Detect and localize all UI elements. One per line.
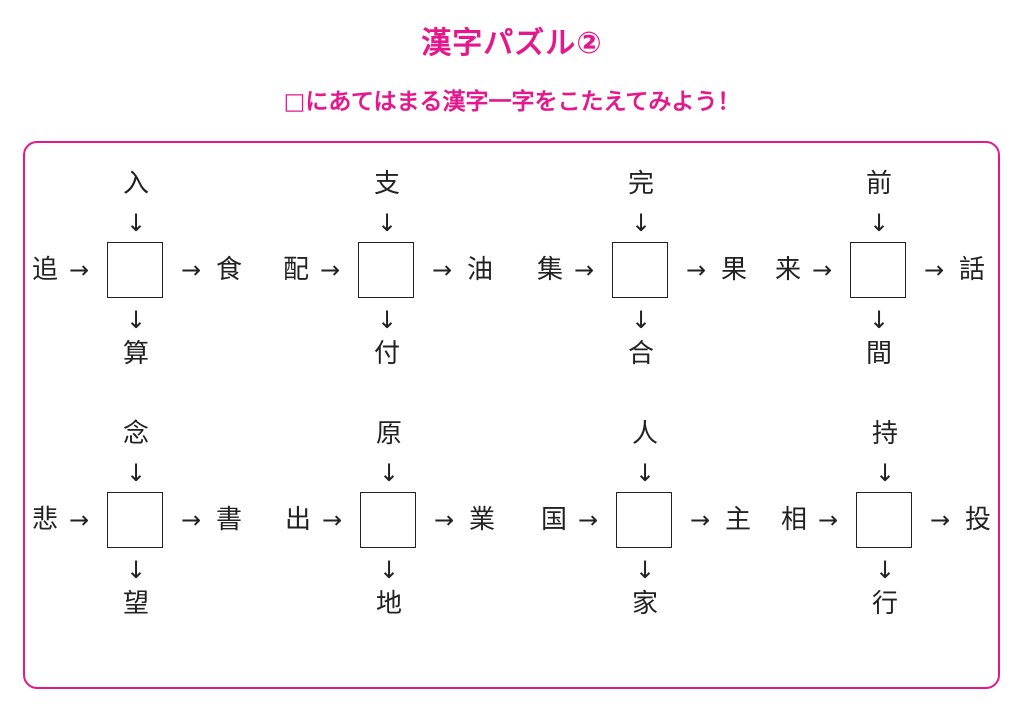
answer-box[interactable] bbox=[360, 492, 416, 548]
arrow-down-icon: ↓ bbox=[376, 209, 398, 237]
arrow-down-icon: ↓ bbox=[868, 209, 890, 237]
top-char: 支 bbox=[373, 169, 400, 199]
left-char: 出 bbox=[284, 505, 311, 535]
top-char: 念 bbox=[122, 419, 149, 449]
arrow-right-icon: → bbox=[577, 506, 599, 534]
answer-box[interactable] bbox=[612, 242, 668, 298]
bottom-char: 望 bbox=[122, 589, 149, 619]
bottom-char: 地 bbox=[375, 589, 402, 619]
bottom-char: 間 bbox=[865, 339, 892, 369]
left-char: 来 bbox=[774, 255, 801, 285]
top-char: 原 bbox=[375, 419, 402, 449]
arrow-right-icon: → bbox=[433, 506, 455, 534]
answer-box[interactable] bbox=[616, 492, 672, 548]
top-char: 入 bbox=[122, 169, 149, 199]
arrow-down-icon: ↓ bbox=[125, 209, 147, 237]
arrow-right-icon: → bbox=[68, 506, 90, 534]
right-char: 油 bbox=[466, 255, 493, 285]
left-char: 悲 bbox=[31, 505, 58, 535]
arrow-right-icon: → bbox=[923, 256, 945, 284]
instruction-text: □にあてはまる漢字一字をこたえてみよう！ bbox=[283, 89, 741, 115]
top-char: 完 bbox=[627, 169, 654, 199]
answer-box[interactable] bbox=[107, 242, 163, 298]
bottom-char: 合 bbox=[627, 339, 654, 369]
answer-box[interactable] bbox=[358, 242, 414, 298]
right-char: 主 bbox=[724, 505, 751, 535]
arrow-down-icon: ↓ bbox=[378, 556, 400, 584]
arrow-right-icon: → bbox=[431, 256, 453, 284]
arrow-right-icon: → bbox=[685, 256, 707, 284]
left-char: 追 bbox=[31, 255, 58, 285]
arrow-down-icon: ↓ bbox=[125, 459, 147, 487]
left-char: 相 bbox=[780, 505, 807, 535]
arrow-down-icon: ↓ bbox=[125, 556, 147, 584]
arrow-right-icon: → bbox=[180, 506, 202, 534]
arrow-right-icon: → bbox=[929, 506, 951, 534]
bottom-char: 行 bbox=[871, 589, 898, 619]
arrow-down-icon: ↓ bbox=[376, 306, 398, 334]
arrow-right-icon: → bbox=[817, 506, 839, 534]
page-title: 漢字パズル② bbox=[421, 26, 603, 61]
arrow-down-icon: ↓ bbox=[634, 556, 656, 584]
arrow-down-icon: ↓ bbox=[378, 459, 400, 487]
arrow-right-icon: → bbox=[689, 506, 711, 534]
arrow-down-icon: ↓ bbox=[630, 209, 652, 237]
answer-box[interactable] bbox=[856, 492, 912, 548]
right-char: 書 bbox=[215, 505, 242, 535]
left-char: 国 bbox=[540, 505, 567, 535]
right-char: 投 bbox=[964, 505, 991, 535]
bottom-char: 家 bbox=[631, 589, 658, 619]
arrow-right-icon: → bbox=[811, 256, 833, 284]
arrow-down-icon: ↓ bbox=[874, 459, 896, 487]
arrow-right-icon: → bbox=[321, 506, 343, 534]
arrow-right-icon: → bbox=[68, 256, 90, 284]
puzzle-frame bbox=[23, 141, 1000, 689]
top-char: 人 bbox=[631, 419, 658, 449]
bottom-char: 付 bbox=[373, 339, 400, 369]
arrow-right-icon: → bbox=[319, 256, 341, 284]
arrow-down-icon: ↓ bbox=[634, 459, 656, 487]
right-char: 話 bbox=[958, 255, 985, 285]
right-char: 食 bbox=[215, 255, 242, 285]
bottom-char: 算 bbox=[122, 339, 149, 369]
arrow-right-icon: → bbox=[573, 256, 595, 284]
arrow-down-icon: ↓ bbox=[630, 306, 652, 334]
arrow-down-icon: ↓ bbox=[874, 556, 896, 584]
right-char: 業 bbox=[468, 505, 495, 535]
arrow-right-icon: → bbox=[180, 256, 202, 284]
arrow-down-icon: ↓ bbox=[868, 306, 890, 334]
top-char: 持 bbox=[871, 419, 898, 449]
right-char: 果 bbox=[720, 255, 747, 285]
left-char: 集 bbox=[536, 255, 563, 285]
arrow-down-icon: ↓ bbox=[125, 306, 147, 334]
left-char: 配 bbox=[282, 255, 309, 285]
answer-box[interactable] bbox=[107, 492, 163, 548]
top-char: 前 bbox=[865, 169, 892, 199]
answer-box[interactable] bbox=[850, 242, 906, 298]
